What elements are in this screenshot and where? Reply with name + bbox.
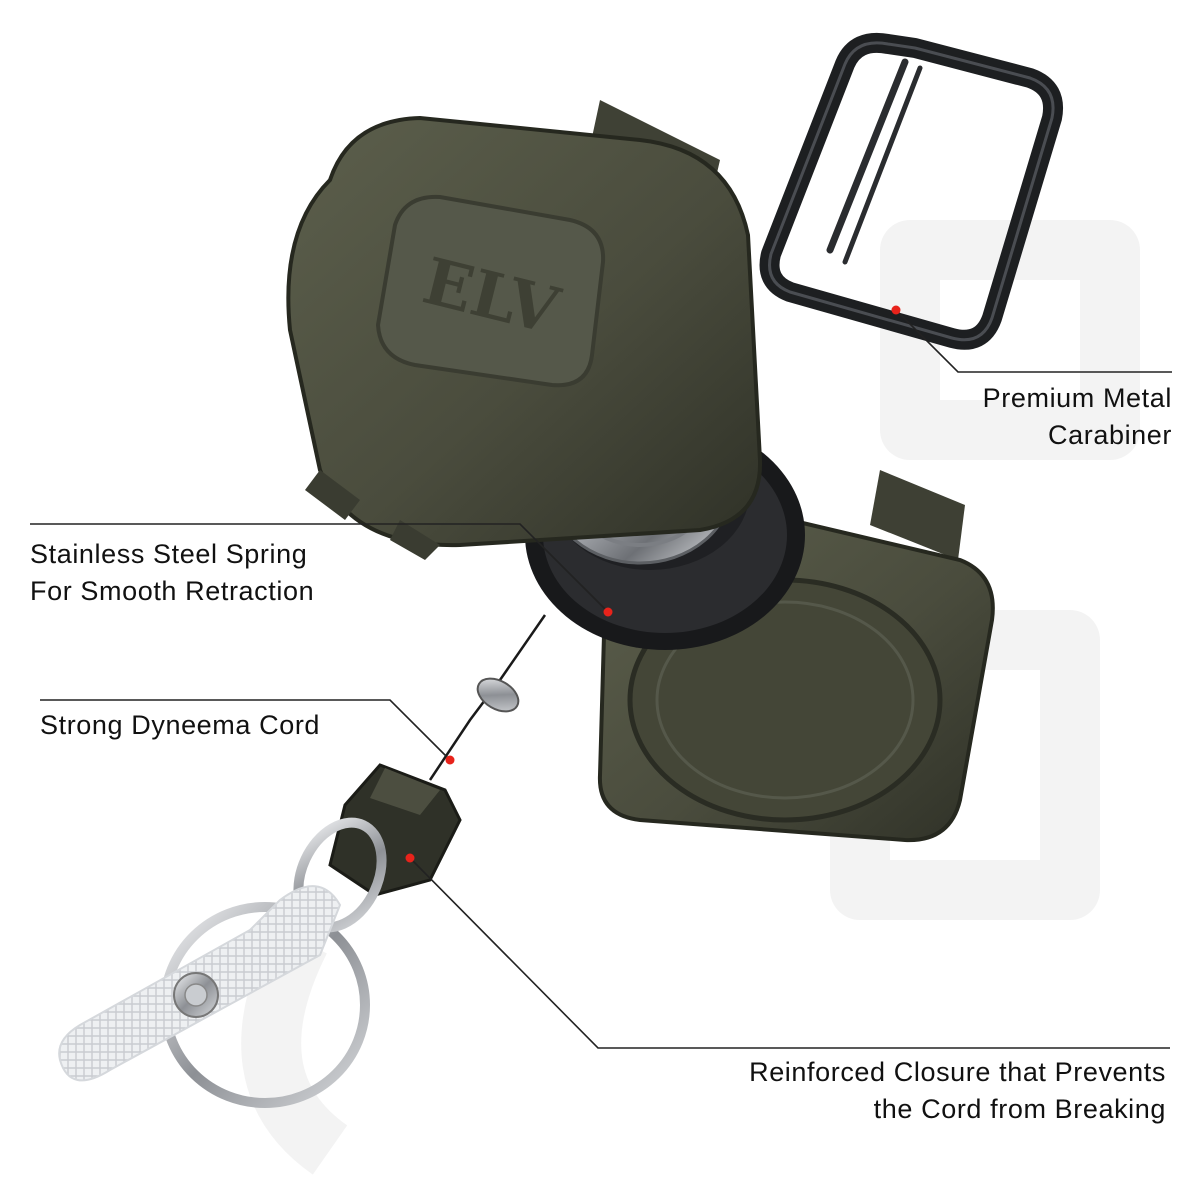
marker-closure bbox=[405, 853, 415, 863]
dyneema-cord bbox=[428, 614, 547, 781]
callout-cord: Strong Dyneema Cord bbox=[40, 707, 320, 744]
carabiner bbox=[759, 33, 1063, 350]
callout-cord-line1: Strong Dyneema Cord bbox=[40, 710, 321, 740]
leader-line-spring bbox=[30, 523, 609, 613]
callout-closure-line1: Reinforced Closure that Prevents bbox=[749, 1057, 1166, 1087]
marker-carabiner bbox=[891, 305, 901, 315]
leader-line-cord bbox=[40, 699, 451, 761]
leader-line-carabiner bbox=[895, 309, 1172, 373]
leader-lines bbox=[30, 309, 1172, 1049]
callout-closure: Reinforced Closure that Prevents the Cor… bbox=[749, 1054, 1166, 1128]
leader-line-closure bbox=[409, 857, 1170, 1049]
callout-closure-line2: the Cord from Breaking bbox=[873, 1094, 1166, 1124]
marker-cord bbox=[445, 755, 455, 765]
marker-spring bbox=[603, 607, 613, 617]
callout-spring-line1: Stainless Steel Spring bbox=[30, 539, 308, 569]
reinforced-closure bbox=[328, 763, 462, 897]
callout-carabiner: Premium Metal Carabiner bbox=[983, 380, 1172, 454]
front-cover: ELV bbox=[286, 100, 763, 560]
callout-spring: Stainless Steel Spring For Smooth Retrac… bbox=[30, 536, 314, 610]
badge-strap bbox=[58, 885, 342, 1082]
callout-carabiner-line2: Carabiner bbox=[1048, 420, 1172, 450]
callout-spring-line2: For Smooth Retraction bbox=[30, 576, 315, 606]
callout-carabiner-line1: Premium Metal bbox=[982, 383, 1172, 413]
red-markers bbox=[405, 305, 901, 863]
